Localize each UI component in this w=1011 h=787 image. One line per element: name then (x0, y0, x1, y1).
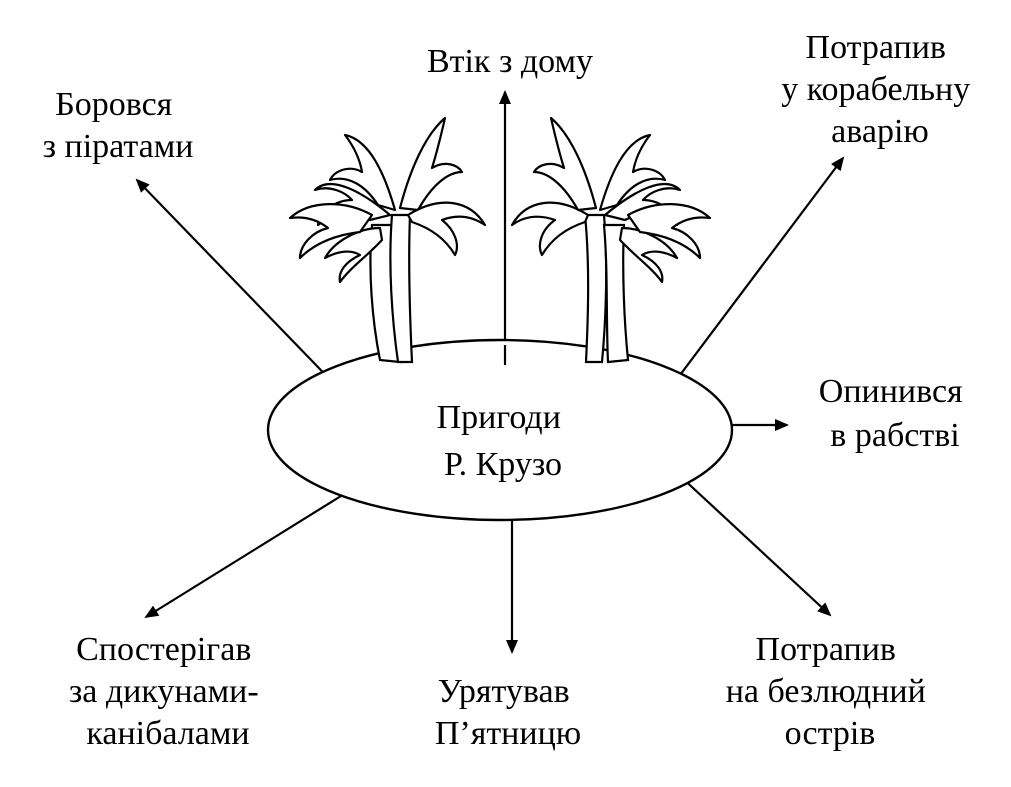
island-ellipse (266, 338, 734, 522)
branch-label-top-right: Потрапив у корабельну аварію (781, 29, 979, 150)
arrow-top-right (664, 156, 845, 396)
branch-label-bottom: Урятував П’ятницю (435, 673, 581, 752)
branch-top-right-line-1: Потрапив (806, 29, 946, 66)
branch-label-right: Опинився в рабстві (819, 373, 971, 454)
branch-bottom-right-line-3: острів (785, 715, 876, 752)
branch-bottom-left-line-1: Спостерігав (76, 631, 251, 668)
branch-label-top-left: Боровся з піратами (43, 86, 194, 165)
branch-label-bottom-left: Спостерігав за дикунами- канібалами (69, 631, 267, 752)
palm-tree-icon (510, 116, 712, 364)
branch-bottom-right-line-1: Потрапив (756, 631, 896, 668)
palm-tree-icon (288, 116, 487, 364)
center-line-2: Р. Крузо (444, 446, 562, 483)
branch-top-right-line-2: у корабельну (781, 71, 970, 108)
branch-top-right-line-3: аварію (831, 113, 929, 150)
branch-label-top: Втік з дому (427, 43, 593, 80)
branch-top-left-line-1: Боровся (55, 86, 172, 123)
center-label: Пригоди Р. Крузо (437, 399, 570, 483)
branch-top-line-1: Втік з дому (427, 43, 593, 80)
arrow-bottom-right (664, 461, 832, 617)
branch-right-line-2: в рабстві (830, 417, 959, 454)
center-line-1: Пригоди (437, 399, 561, 436)
branch-right-line-1: Опинився (819, 373, 963, 410)
branch-top-left-line-2: з піратами (43, 128, 194, 165)
arrows (135, 90, 845, 654)
arrow-top-left (135, 178, 346, 396)
arrow-bottom-left (144, 477, 371, 619)
branch-label-bottom-right: Потрапив на безлюдний острів (726, 631, 935, 752)
branch-bottom-left-line-2: за дикунами- (69, 673, 259, 710)
branch-bottom-line-1: Урятував (438, 673, 570, 710)
branch-bottom-right-line-2: на безлюдний (726, 673, 926, 710)
branch-bottom-line-2: П’ятницю (435, 715, 581, 752)
branch-bottom-left-line-3: канібалами (86, 715, 249, 752)
